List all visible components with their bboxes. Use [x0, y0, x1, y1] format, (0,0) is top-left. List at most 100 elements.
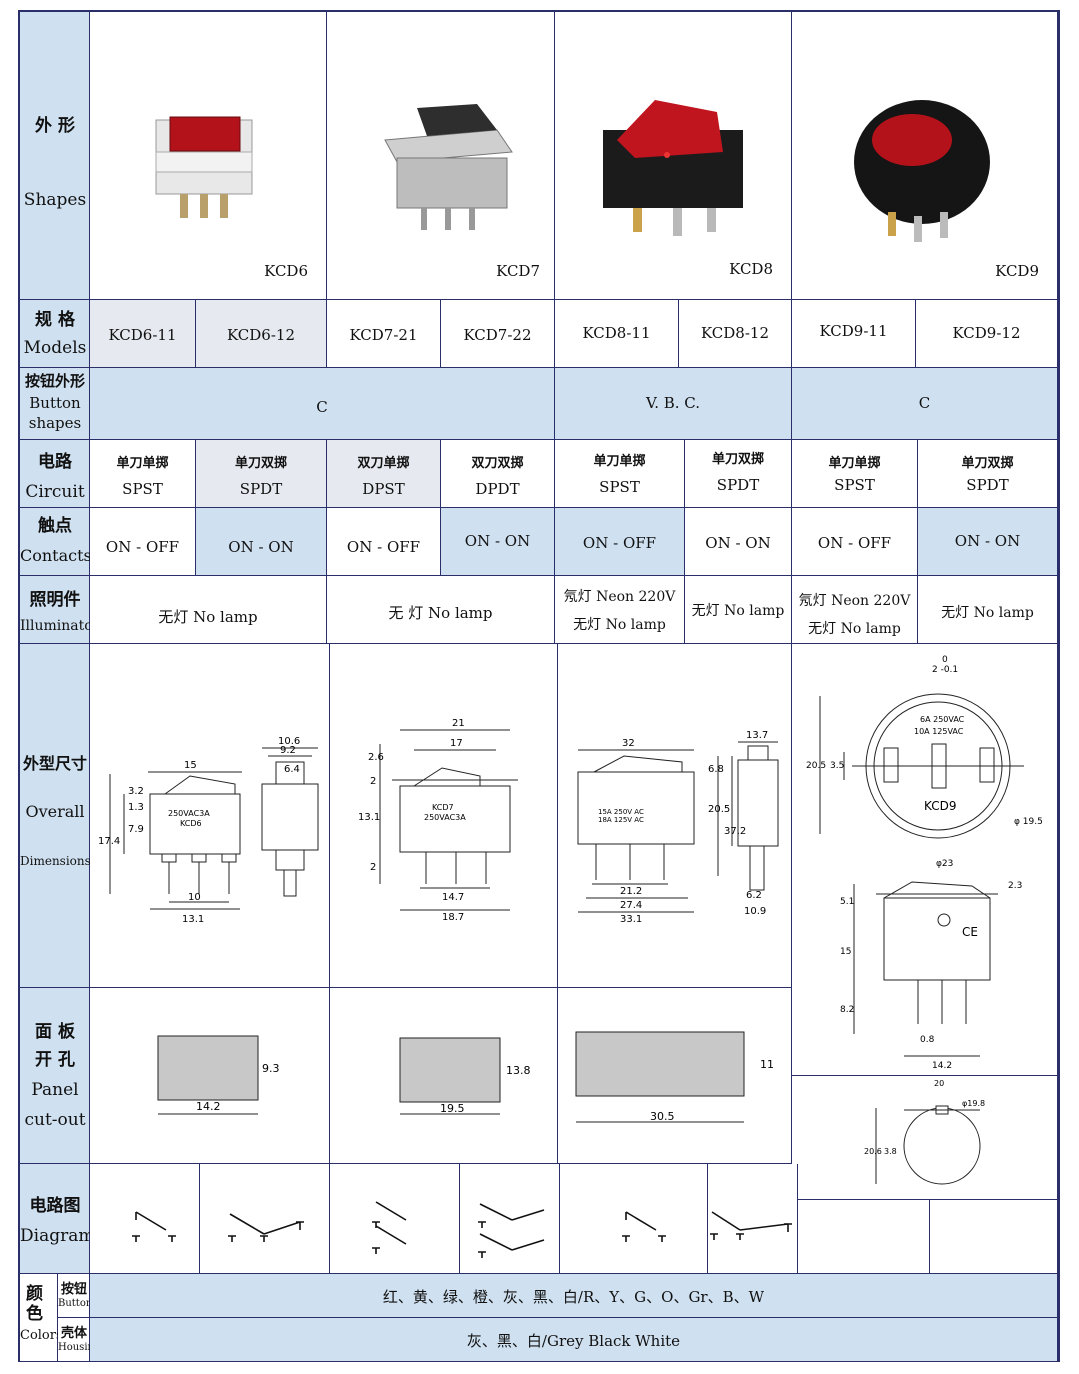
label-button-cn: 按钮外形: [24, 372, 85, 390]
dim-text: 10.9: [744, 906, 766, 917]
model-label: KCD6-11: [108, 326, 177, 344]
label-contacts: 触点 Contacts: [20, 508, 92, 576]
dim-text: 6.4: [284, 764, 300, 775]
panel-kcd9: 20 φ19.8 20.6 3.8: [792, 1076, 1058, 1200]
dim-text: 15: [184, 760, 197, 771]
contact-cell: ON - OFF: [555, 508, 685, 576]
illum-cell: 氖灯 Neon 220V 无灯 No lamp: [555, 576, 685, 644]
dim-text: 0: [942, 655, 948, 665]
button-shape-cell: V. B. C.: [555, 368, 792, 440]
label-models: 规 格 Models: [20, 300, 90, 368]
dim-text: 13.1: [182, 914, 204, 925]
illum-cell: 无灯 No lamp: [918, 576, 1058, 644]
dim-text: 18A 125V AC: [598, 816, 644, 824]
dim-text: 6.8: [708, 764, 724, 775]
dim-text: 5.1: [840, 897, 854, 907]
dim-text: 3.5: [830, 761, 844, 771]
label-circuit: 电路 Circuit: [20, 440, 90, 508]
contact-cell: ON - ON: [441, 508, 555, 576]
illum-cell: 无灯 No lamp: [90, 576, 327, 644]
circuit-cn: 单刀双掷: [234, 456, 287, 471]
dim-text: 17.4: [98, 836, 120, 847]
kcd9-panel-cutout: 20 φ19.8 20.6 3.8: [864, 1079, 985, 1185]
diagram-empty-1: [798, 1200, 930, 1274]
illum-label: 无 灯 No lamp: [388, 604, 493, 622]
label-button-color-cn: 按钮: [60, 1282, 87, 1297]
circuit-cn: 单刀单掷: [828, 456, 881, 471]
dim-text: 2 -0.1: [932, 665, 958, 675]
model-label: KCD9-12: [952, 324, 1021, 342]
button-shape-label: C: [918, 394, 931, 412]
shape-kcd6: KCD6: [90, 12, 327, 300]
label-circuit-cn: 电路: [38, 452, 72, 472]
label-overall-cn: 外型尺寸: [22, 754, 87, 773]
contact-label: ON - OFF: [582, 534, 657, 552]
label-panel: 面 板 开 孔 Panel cut-out: [20, 988, 90, 1164]
circuit-cn: 单刀单掷: [593, 454, 646, 469]
label-shapes-cn: 外 形: [35, 116, 75, 136]
label-colors-cn: 颜色: [26, 1284, 43, 1325]
dim-text: 2.6: [368, 752, 384, 763]
contact-cell: ON - OFF: [90, 508, 196, 576]
dim-text: 33.1: [620, 914, 642, 925]
dim-text: 250VAC3A: [424, 813, 466, 822]
dim-text: 13.7: [746, 730, 768, 741]
illum-label: 氖灯 Neon 220V: [563, 589, 676, 605]
panel-dim-text: 20: [934, 1079, 944, 1088]
circuit-cn: 单刀双掷: [961, 456, 1014, 471]
dpdt-diagram-icon: [478, 1203, 545, 1258]
dim-text: 27.4: [620, 900, 642, 911]
shape-kcd9: KCD9: [792, 12, 1058, 300]
dim-text: 32: [622, 738, 635, 749]
label-contacts-cn: 触点: [38, 516, 72, 536]
label-overall-en2: Dimensions: [20, 854, 91, 868]
dim-kcd6: 15 10.6 9.2 6.4 3.2 1.3 7.9 17.4 10 13.1…: [90, 644, 330, 988]
dim-text: 18.7: [442, 912, 464, 923]
circuit-cell: 双刀双掷 DPDT: [441, 440, 555, 508]
button-colors-text: 红、黄、绿、橙、灰、黑、白/R、Y、G、O、Gr、B、W: [382, 1288, 765, 1306]
spec-sheet: 外 形 Shapes KCD6 KCD7: [18, 10, 1060, 1362]
label-panel-cn2: 开 孔: [35, 1050, 75, 1070]
contact-label: ON - ON: [228, 538, 294, 556]
kcd8-dimension-drawing: 32 13.7 6.8 20.5 37.2 21.2 27.4 33.1 6.2…: [577, 730, 779, 925]
diagram-spst: [90, 1164, 200, 1274]
model-cell: KCD8-12: [679, 300, 792, 368]
model-label: KCD6-12: [226, 326, 295, 344]
label-illum-en: Illuminator: [20, 618, 100, 634]
circuit-en: SPST: [122, 480, 163, 498]
circuit-en: SPDT: [716, 476, 760, 494]
dim-text: 21: [452, 718, 465, 729]
model-cell: KCD6-12: [196, 300, 327, 368]
illum-label: 无灯 No lamp: [808, 621, 901, 637]
label-panel-cn: 面 板: [35, 1022, 75, 1042]
dim-text: KCD7: [432, 803, 454, 812]
illum-cell: 无灯 No lamp: [685, 576, 792, 644]
label-shapes: 外 形 Shapes: [20, 12, 90, 300]
dim-kcd9: 0 2 -0.1 20.5 3.5 φ 19.5 φ23 2.3 5.1 15 …: [792, 644, 1058, 1076]
contact-cell: ON - ON: [685, 508, 792, 576]
dim-text: 0.8: [920, 1035, 935, 1045]
illum-label: 氖灯 Neon 220V: [798, 593, 911, 609]
circuit-en: DPDT: [475, 480, 520, 498]
kcd7-photo: [384, 104, 513, 230]
model-cell: KCD9-11: [792, 300, 916, 368]
circuit-en: SPDT: [239, 480, 283, 498]
dim-text: φ 19.5: [1014, 817, 1043, 827]
dim-kcd8: 32 13.7 6.8 20.5 37.2 21.2 27.4 33.1 6.2…: [558, 644, 792, 988]
label-contacts-en: Contacts: [20, 546, 92, 565]
series-kcd7-caption: KCD7: [496, 262, 540, 280]
dim-text: 2.3: [1008, 881, 1022, 891]
kcd6-dimension-drawing: 15 10.6 9.2 6.4 3.2 1.3 7.9 17.4 10 13.1…: [98, 736, 319, 925]
button-shape-cell: C: [90, 368, 555, 440]
panel-kcd8: 30.5 11: [558, 988, 792, 1164]
label-housing-cn: 壳体: [60, 1326, 87, 1341]
panel-dim-text: 30.5: [650, 1110, 675, 1123]
label-colors: 颜色 Colors: [20, 1274, 63, 1362]
dpst-diagram-icon: [372, 1201, 407, 1254]
label-models-cn: 规 格: [35, 310, 75, 330]
label-button-color-en: Button: [58, 1298, 93, 1309]
panel-kcd6: 14.2 9.3: [90, 988, 330, 1164]
dim-text: KCD9: [924, 799, 956, 813]
circuit-cn: 双刀双掷: [471, 456, 524, 471]
